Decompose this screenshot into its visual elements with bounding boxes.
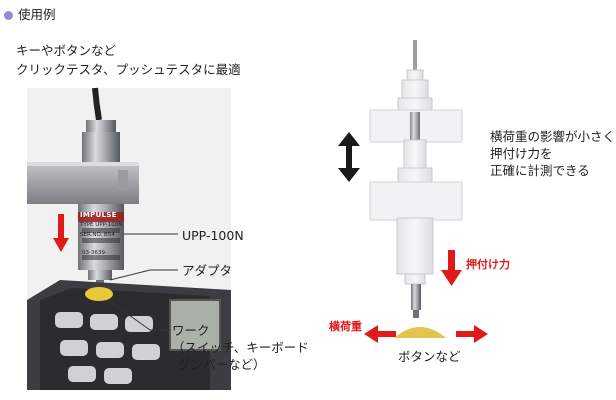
description-line-3: 正確に計測できる [490,163,590,178]
intro-line-1: キーやボタンなど [16,43,117,58]
intro-line-2: クリックテスタ、プッシュテスタに最適 [16,62,241,77]
section-title: 使用例 [18,7,56,22]
model-label: UPP-100N [182,228,244,243]
device-phone-print: 03-3639- [82,250,107,256]
lateral-load-label: 横荷重 [329,320,362,333]
description-line-2: 押付け力を [490,146,553,161]
work-label-line-2: （スイッチ、キーボード [172,340,309,355]
work-label-line-3: ダンパーなど） [178,357,266,372]
work-label: ワーク [172,323,210,338]
bullet-icon [4,11,13,20]
button-label: ボタンなど [398,349,461,364]
device-brand-print: IMPULSE [80,211,117,219]
push-force-label: 押付け力 [466,258,510,271]
description-line-1: 横荷重の影響が小さく [490,129,616,144]
adapter-label: アダプタ [182,263,233,278]
device-serial-print: SER.NO. B54 [80,232,115,238]
device-type-print: TYPE UPP-100N [80,222,123,228]
